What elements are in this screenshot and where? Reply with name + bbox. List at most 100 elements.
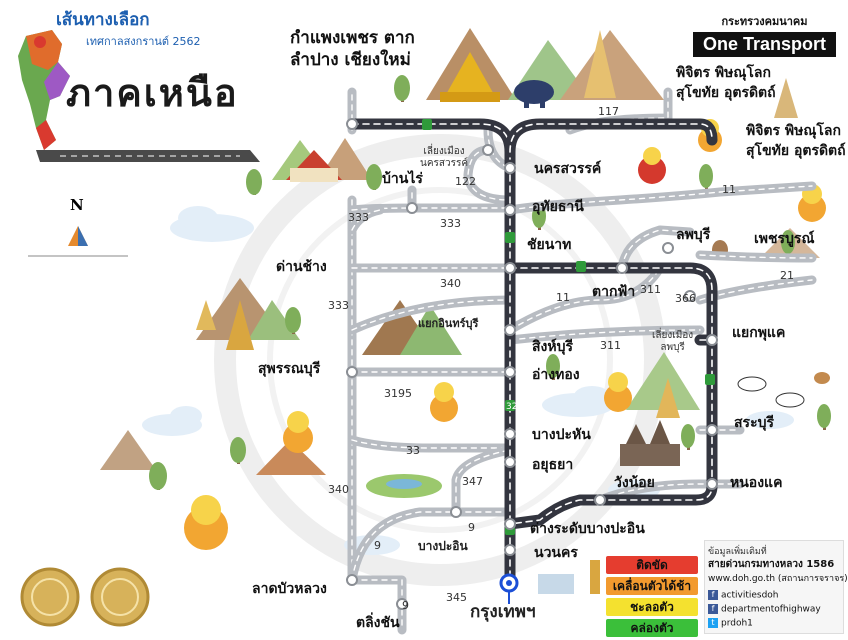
route-117: 117 [598,105,619,118]
dest-ne-2b: สุโขทัย อุตรดิตถ์ [746,143,846,159]
place-ang-thong: อ่างทอง [532,367,580,383]
route-shield-1c [576,261,586,272]
junction-marker-11 [706,334,718,346]
route-333-b: 333 [440,217,461,230]
place-wang-noi: วังน้อย [614,475,655,491]
route-333-a: 333 [348,211,369,224]
place-lat-bua-luang: ลาดบัวหลวง [252,581,327,597]
brand-block: กระทรวงคมนาคม One Transport [693,12,836,57]
secondary-road-16-centerline [467,149,511,201]
route-shield-1d [705,374,715,385]
route-21: 21 [780,269,794,282]
place-suphanburi: สุพรรณบุรี [258,361,321,377]
route-366: 366 [675,292,696,305]
place-bang-pa-in-interchange: ต่างระดับบางปะอิน [530,521,645,537]
junction-marker-2 [504,204,516,216]
dest-ne-2a: พิจิตร พิษณุโลก [746,123,841,139]
junction-markers [346,118,718,610]
junction-marker-13 [706,478,718,490]
tree-decor [149,75,831,490]
place-uthai-thani: อุทัยธานี [532,199,584,215]
title-region: ภาคเหนือ [66,71,239,115]
bypass-lopburi: เลี่ยงเมืองลพบุรี [652,330,694,353]
junction-marker-7 [504,456,516,468]
route-333-c: 333 [328,299,349,312]
info-title: ข้อมูลเพิ่มเติมที่ [708,547,767,557]
place-takfa: ตากฟ้า [592,284,636,300]
route-9-c: 9 [402,599,409,612]
twitter-icon: t [708,618,718,628]
thailand-map-icon [18,30,70,150]
secondary-road-6-centerline [351,511,511,581]
junction-marker-10 [616,262,628,274]
temple-decor [196,30,798,594]
junction-marker-1 [504,162,516,174]
park-decor [366,474,442,498]
facebook-icon: f [708,590,718,600]
secondary-road-11-centerline [509,185,813,211]
route-33: 33 [406,444,420,457]
route-shield-1b [505,232,515,243]
place-chainat: ชัยนาท [527,237,572,253]
place-lopburi: ลพบุรี [676,227,711,243]
route-311-a: 311 [640,283,661,296]
dest-ne-1a: พิจิตร พิษณุโลก [676,65,771,81]
route-9-b: 9 [374,539,381,552]
secondary-road-7-centerline [455,449,511,513]
route-347: 347 [462,475,483,488]
junction-marker-16 [346,574,358,586]
route-32: 32 [506,402,518,412]
junction-marker-20 [662,242,674,254]
route-3195: 3195 [384,387,412,400]
secondary-road-8-centerline [351,299,511,331]
title-route-label: เส้นทางเลือก [56,10,150,30]
route-shield-32 [505,400,515,411]
junction-marker-18 [450,506,462,518]
main-road-2-centerline [509,267,713,525]
place-nava-nakorn: นวนคร [534,545,578,561]
route-11-c: 11 [556,291,570,304]
place-inburi-junction: แยกอินทร์บุรี [418,317,479,330]
bypass-nakhon-sawan: เลี่ยงเมืองนครสวรรค์ [420,146,469,169]
north-label: N [70,196,84,214]
info-box [704,540,844,634]
dest-north-2: ลำปาง เชียงใหม่ [290,50,411,70]
legend-congested: ติดขัด [606,556,698,574]
legend-clear: คล่องตัว [606,619,698,637]
junction-marker-21 [684,290,696,302]
junction-marker-12 [706,424,718,436]
place-taling-chan: ตลิ่งชัน [356,615,400,631]
secondary-road-10-centerline [509,329,701,341]
route-345: 345 [446,591,467,604]
place-bang-pa-in: บางปะอิน [418,539,468,553]
junction-marker-3 [504,262,516,274]
junction-marker-14 [594,494,606,506]
place-bangkok: กรุงเทพฯ [470,602,536,622]
ministry-name: กระทรวงคมนาคม [721,15,808,28]
junction-marker-8 [504,518,516,530]
info-hotline: สายด่วนกรมทางหลวง 1586 [708,559,835,570]
route-340-a: 340 [440,277,461,290]
junction-marker-4 [504,324,516,336]
place-singburi: สิงห์บุรี [532,339,574,355]
secondary-road-21-centerline [351,209,381,231]
junction-marker-17 [396,598,408,610]
junction-marker-6 [504,428,516,440]
junction-marker-0 [346,118,358,130]
place-phukae-junction: แยกพุแค [732,325,786,341]
place-nakhon-sawan: นครสวรรค์ [534,161,602,177]
animal-decor [514,80,830,408]
dest-phetchabun: เพชรบูรณ์ [754,231,815,247]
secondary-road-14-centerline [699,254,813,259]
place-ayutthaya: อยุธยา [532,457,574,473]
legend-slow: เคลื่อนตัวได้ช้า [606,577,698,595]
main-road-1-centerline [509,123,713,153]
junction-marker-22 [482,144,494,156]
main-road-1 [504,118,718,158]
route-340-b: 340 [328,483,349,496]
junction-marker-9 [504,544,516,556]
